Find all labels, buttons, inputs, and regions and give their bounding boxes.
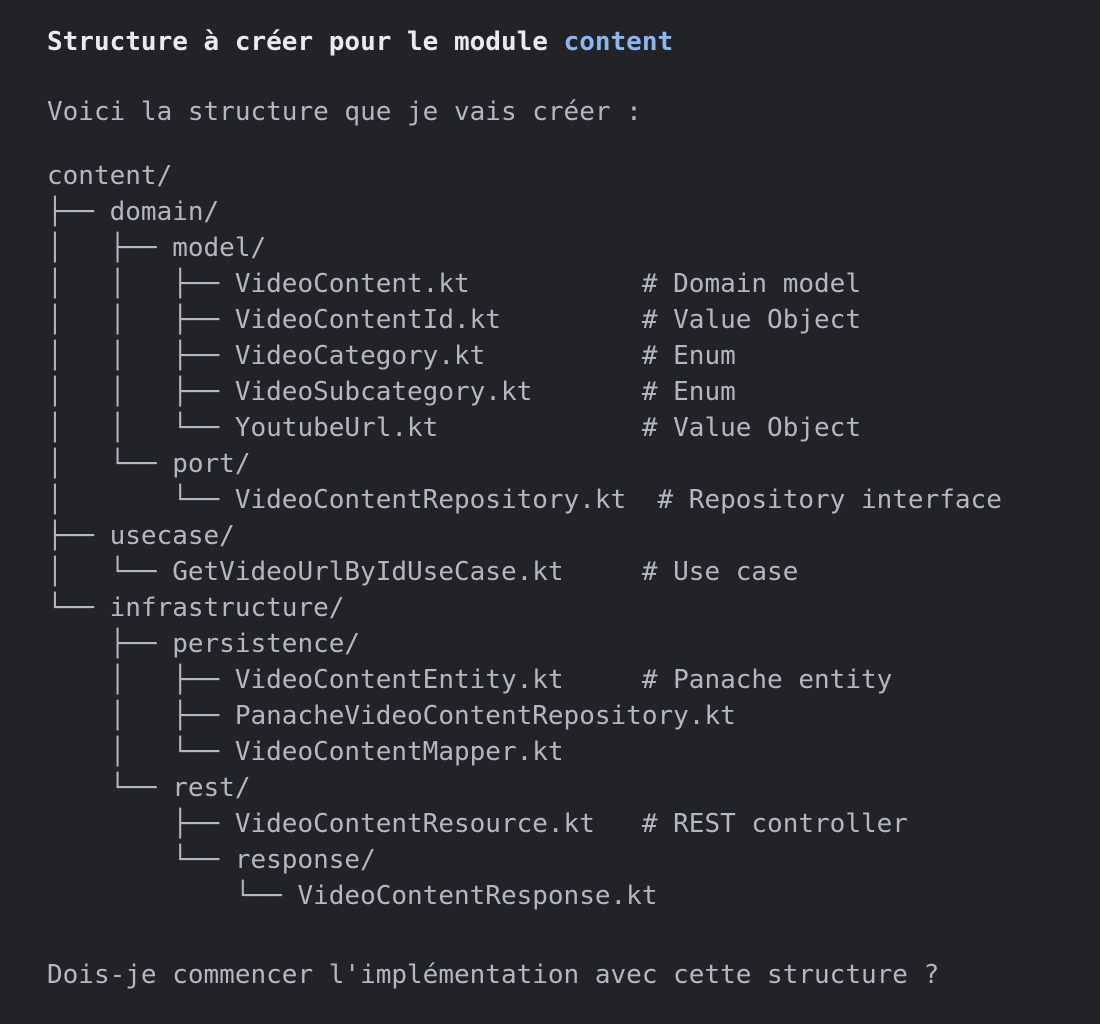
footer-question: Dois-je commencer l'implémentation avec … (47, 960, 940, 990)
file-tree: content/ ├── domain/ │ ├── model/ │ │ ├─… (47, 161, 1002, 911)
module-name-code: content (563, 27, 674, 57)
message-heading: Structure à créer pour le module content (47, 24, 1080, 60)
assistant-message: Structure à créer pour le module content… (47, 24, 1080, 993)
heading-text: Structure à créer pour le module (47, 27, 564, 57)
intro-text: Voici la structure que je vais créer : (47, 97, 642, 127)
